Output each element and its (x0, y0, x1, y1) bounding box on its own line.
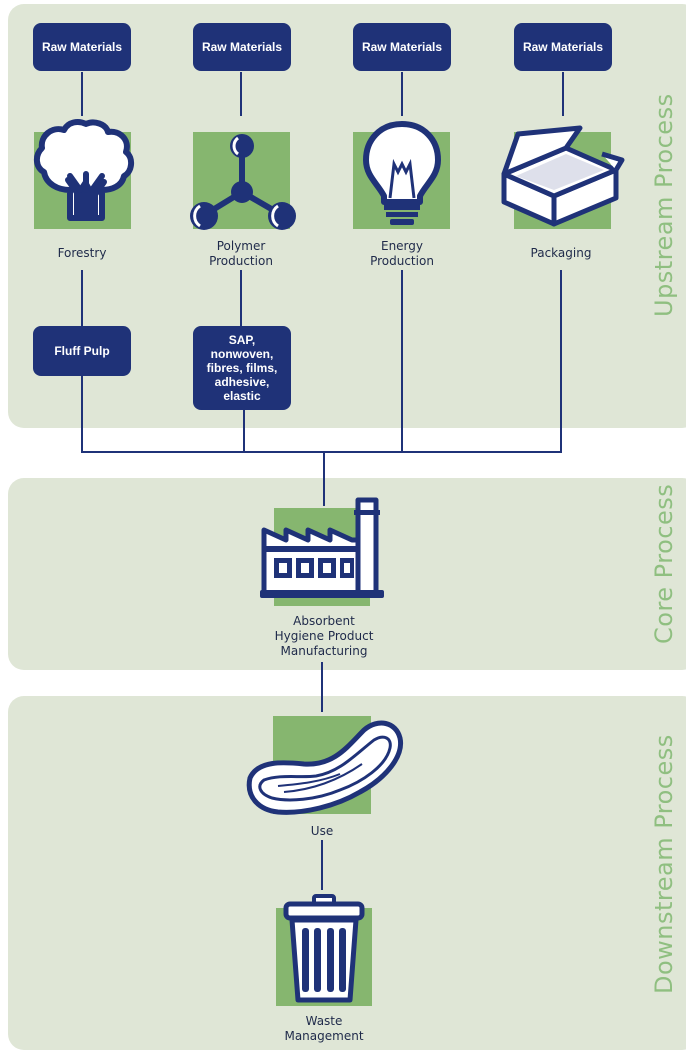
raw-materials-box-polymer: Raw Materials (193, 23, 291, 71)
core-manufacturing-label: Absorbent Hygiene Product Manufacturing (274, 614, 374, 658)
molecule-icon (190, 134, 296, 230)
factory-icon (260, 497, 384, 598)
polymer-materials-box: SAP, nonwoven, fibres, films, adhesive, … (193, 326, 291, 410)
trash-can-icon (283, 894, 365, 1003)
use-label: Use (310, 824, 334, 838)
raw-materials-box-forestry: Raw Materials (33, 23, 131, 71)
waste-management-label: Waste Management (284, 1014, 364, 1043)
raw-materials-box-packaging: Raw Materials (514, 23, 612, 71)
polymer-production-label: Polymer Production (209, 239, 273, 268)
fluff-pulp-box: Fluff Pulp (33, 326, 131, 376)
raw-materials-box-energy: Raw Materials (353, 23, 451, 71)
forestry-label: Forestry (57, 246, 107, 260)
energy-production-label: Energy Production (370, 239, 434, 268)
box-icon (501, 125, 625, 227)
diaper-icon (246, 720, 404, 815)
lightbulb-icon (363, 121, 441, 225)
packaging-label: Packaging (530, 246, 592, 260)
tree-icon (34, 119, 134, 221)
